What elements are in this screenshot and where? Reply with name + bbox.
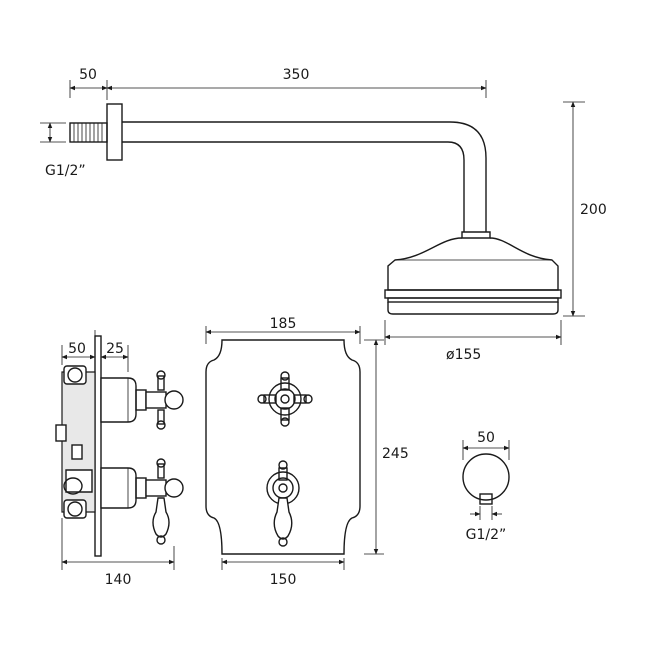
upper-valve-cartridge — [100, 370, 184, 430]
dim-plate-width-top: 185 — [270, 316, 297, 332]
dim-valve-side-width: 140 — [105, 572, 132, 588]
faceplate-outline — [205, 339, 361, 555]
dim-plate-width-bottom: 150 — [270, 572, 297, 588]
dim-valve-depth: 50 — [68, 341, 86, 357]
valve-wall-plate — [94, 335, 102, 557]
lower-lever-handle — [266, 460, 300, 547]
valve-side-dimensions — [61, 330, 175, 570]
valve-side-view — [55, 335, 184, 557]
dim-plate-height: 245 — [382, 446, 409, 462]
dim-head-drop: 200 — [580, 202, 607, 218]
outlet-body — [462, 453, 510, 501]
lower-valve-cartridge — [100, 458, 184, 545]
dim-arm-flange: 50 — [79, 67, 97, 83]
wall-outlet — [462, 453, 510, 505]
arm-thread-connector — [69, 122, 108, 143]
shower-head — [384, 231, 562, 315]
valve-body — [55, 365, 96, 519]
arm-wall-flange — [106, 103, 123, 161]
dim-outlet-thread: G1/2” — [466, 527, 507, 543]
upper-cross-handle — [257, 371, 313, 427]
dim-valve-handle: 25 — [106, 341, 124, 357]
faceplate-dimensions — [205, 326, 384, 570]
valve-front-plate — [205, 339, 361, 555]
arm-dimensions — [40, 80, 585, 345]
shower-arm-assembly — [69, 103, 562, 315]
shower-arm-tube — [122, 121, 487, 232]
dim-head-diameter: ø155 — [446, 347, 481, 363]
outlet-dimensions — [462, 440, 510, 520]
dim-outlet-diameter: 50 — [477, 430, 495, 446]
outlet-nozzle — [479, 493, 493, 505]
dim-arm-length: 350 — [283, 67, 310, 83]
dim-arm-thread: G1/2” — [45, 163, 86, 179]
